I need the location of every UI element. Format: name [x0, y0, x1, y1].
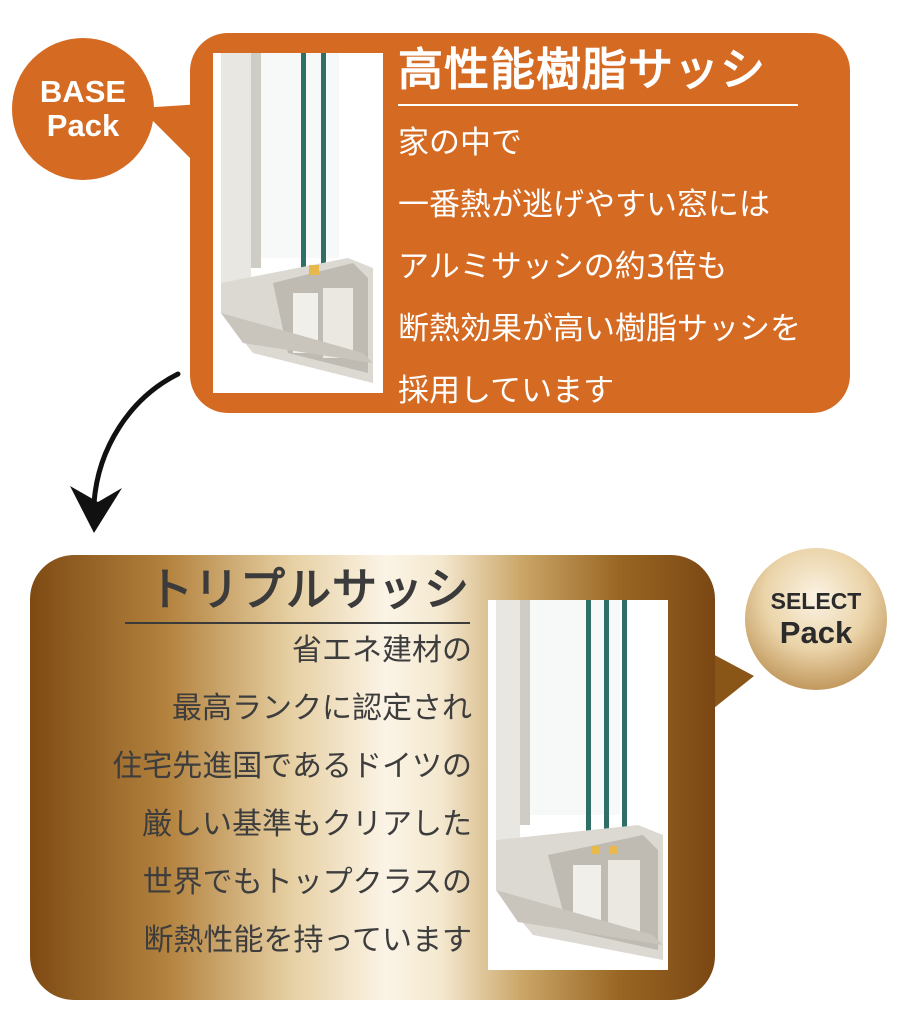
base-line: 家の中で [398, 125, 522, 161]
select-line: 世界でもトップクラスの [142, 865, 472, 900]
base-badge-line2: Pack [46, 108, 120, 143]
select-description: 省エネ建材の 最高ランクに認定され 住宅先進国であるドイツの 厳しい基準もクリア… [40, 622, 472, 970]
select-badge-line1: SELECT [770, 588, 862, 614]
select-title: トリプルサッシ [125, 560, 470, 624]
select-line: 省エネ建材の [292, 633, 472, 668]
base-line: 一番熱が逃げやすい窓には [398, 187, 770, 223]
base-line: 断熱効果が高い樹脂サッシを [398, 311, 801, 347]
base-line: 採用しています [398, 373, 615, 409]
select-pack-badge: SELECT Pack [745, 548, 887, 690]
curved-arrow-icon [70, 371, 181, 533]
triple-sash-photo [488, 600, 668, 970]
select-line: 住宅先進国であるドイツの [112, 749, 472, 784]
resin-sash-photo [213, 53, 383, 393]
base-pack-badge: BASE Pack [12, 38, 154, 180]
base-line: アルミサッシの約3倍も [398, 249, 728, 285]
select-line: 断熱性能を持っています [143, 923, 473, 958]
base-badge-line1: BASE [39, 74, 127, 109]
base-title: 高性能樹脂サッシ [398, 40, 798, 106]
select-line: 最高ランクに認定され [172, 691, 472, 726]
base-callout-pointer [140, 104, 202, 170]
select-line: 厳しい基準もクリアした [142, 807, 472, 842]
base-description: 家の中で 一番熱が逃げやすい窓には アルミサッシの約3倍も 断熱効果が高い樹脂サ… [398, 112, 848, 422]
select-badge-line2: Pack [779, 615, 853, 650]
